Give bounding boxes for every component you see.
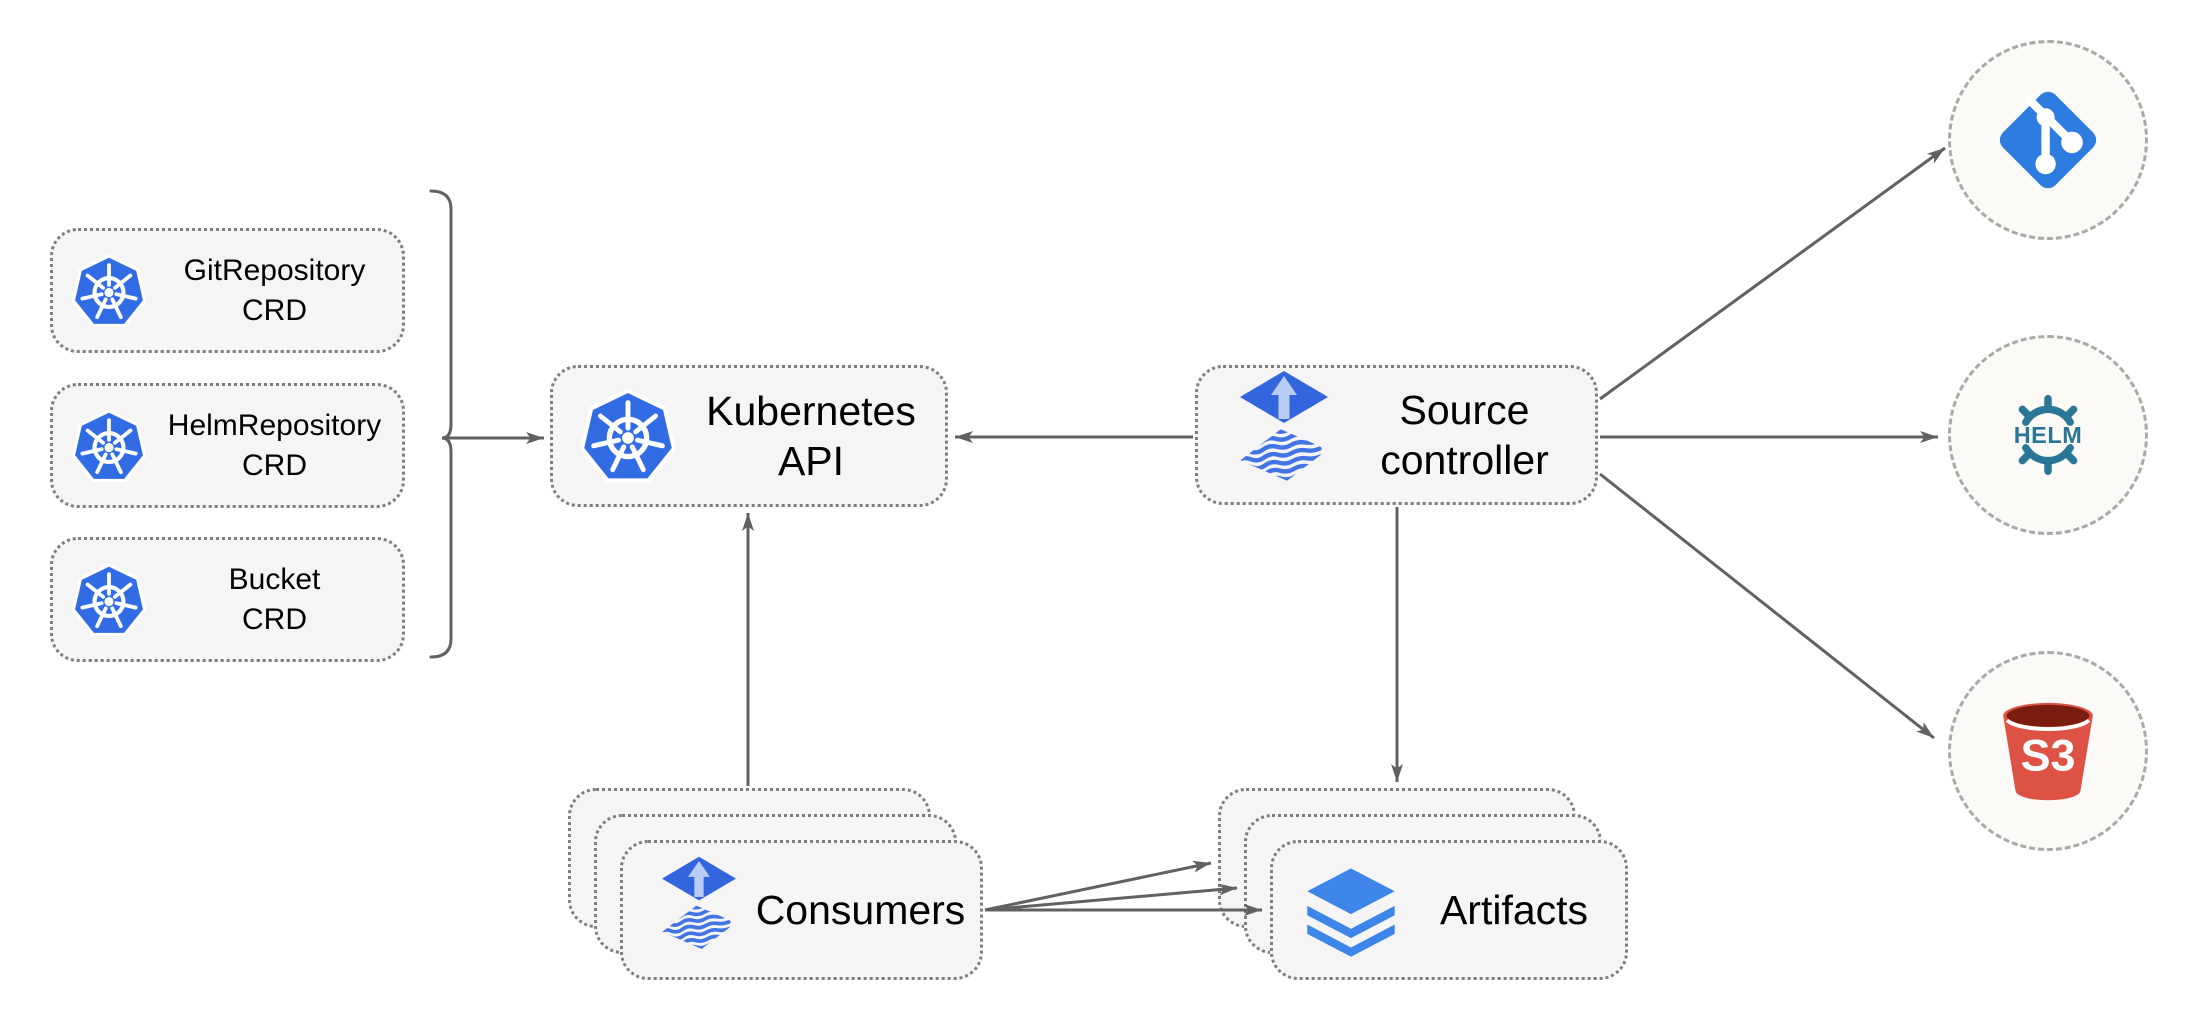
- edge-consumers-to-artifacts-2: [984, 883, 1238, 912]
- kubernetes-icon: [71, 562, 147, 638]
- node-label: Kubernetes API: [706, 388, 916, 484]
- crd-suffix: CRD: [242, 602, 307, 636]
- node-git-target: [1948, 40, 2148, 240]
- node-bucket-crd: Bucket CRD: [50, 537, 405, 662]
- source-label-line2: controller: [1380, 437, 1549, 483]
- crd-suffix: CRD: [242, 448, 307, 482]
- node-artifacts: Artifacts: [1270, 840, 1628, 980]
- node-label: HelmRepository CRD: [147, 406, 402, 486]
- node-label: Consumers: [755, 887, 966, 933]
- node-helm-target: HELM: [1948, 335, 2148, 535]
- node-consumers: Consumers: [620, 840, 983, 980]
- node-label: Source controller: [1334, 385, 1595, 485]
- crd-name: GitRepository: [183, 253, 366, 287]
- flux-icon: [1234, 369, 1334, 501]
- flux-icon: [657, 855, 741, 966]
- crd-brace: [429, 189, 453, 659]
- node-label: GitRepository CRD: [147, 251, 402, 331]
- crd-suffix: CRD: [242, 293, 307, 327]
- kubernetes-icon: [71, 408, 147, 484]
- node-s3-target: S3: [1948, 651, 2148, 851]
- edge-consumers-to-artifacts-1: [984, 860, 1212, 912]
- node-label: Bucket CRD: [147, 560, 402, 640]
- s3-bucket-icon: S3: [2003, 702, 2093, 801]
- s3-wordmark: S3: [2021, 731, 2076, 781]
- node-gitrepository-crd: GitRepository CRD: [50, 228, 405, 353]
- git-icon: [1988, 80, 2108, 200]
- edge-source-controller-to-git: [1599, 146, 1946, 401]
- node-kubernetes-api: Kubernetes API: [550, 365, 948, 507]
- crd-name: HelmRepository: [167, 408, 382, 442]
- crd-name: Bucket: [228, 562, 321, 596]
- helm-icon: HELM: [2014, 395, 2083, 475]
- helm-wordmark: HELM: [2014, 422, 2083, 448]
- kubernetes-icon: [579, 387, 677, 485]
- node-label: Artifacts: [1439, 887, 1589, 933]
- node-helmrepository-crd: HelmRepository CRD: [50, 383, 405, 508]
- node-source-controller: Source controller: [1195, 365, 1598, 505]
- edge-source-controller-to-s3: [1599, 472, 1935, 740]
- layers-icon: [1299, 858, 1403, 962]
- source-label-line1: Source: [1399, 387, 1530, 433]
- kubernetes-icon: [71, 253, 147, 329]
